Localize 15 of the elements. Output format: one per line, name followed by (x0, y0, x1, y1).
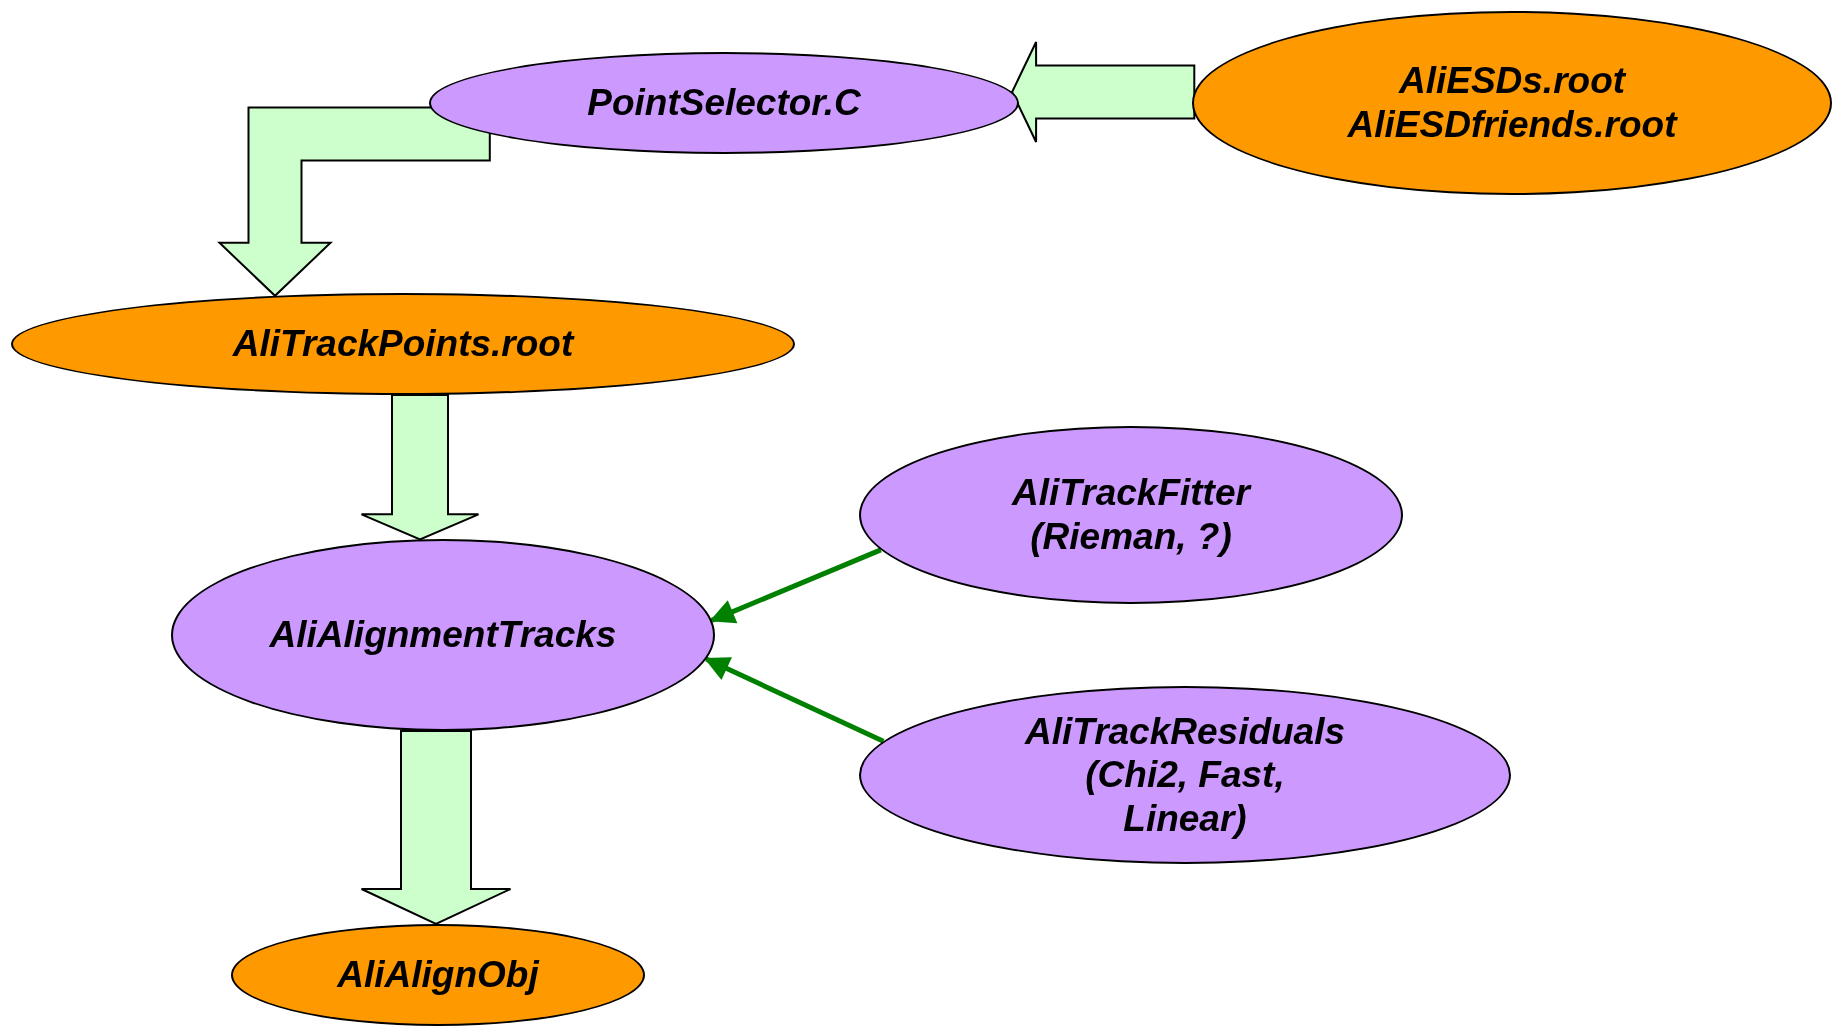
block-arrow (217, 106, 491, 298)
node-label: AliTrackFitter (1012, 471, 1250, 515)
block-arrow (1011, 41, 1196, 143)
node-label: AliAlignObj (337, 953, 539, 997)
node-label: AliTrackResiduals (1024, 709, 1346, 754)
node-label: AliESDs.root (1398, 59, 1626, 103)
arrow (704, 656, 885, 744)
node-label: PointSelector.C (587, 81, 861, 125)
node-label: AliESDfriends.root (1347, 103, 1677, 147)
block-arrow (360, 394, 480, 541)
block-arrow (360, 730, 512, 926)
node-label: (Rieman, ?) (1030, 515, 1232, 559)
node-label: AliTrackPoints.root (232, 322, 574, 366)
node-label: AliAlignmentTracks (269, 613, 617, 657)
node-label: (Chi2, Fast, Linear) (1084, 753, 1286, 841)
